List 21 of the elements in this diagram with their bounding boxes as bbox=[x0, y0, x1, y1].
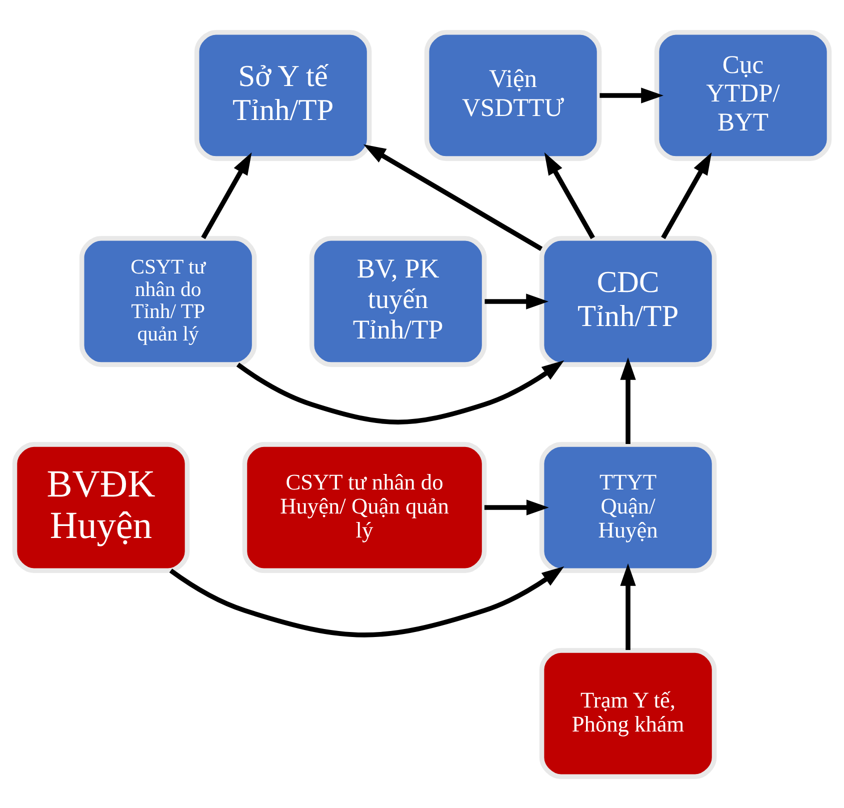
node-box: TTYT Quận/ Huyện bbox=[539, 442, 717, 572]
arrow bbox=[236, 360, 564, 424]
node-box: BV, PK tuyến Tỉnh/TP bbox=[309, 236, 487, 366]
node-box: BVĐK Huyện bbox=[12, 442, 190, 572]
arrow bbox=[620, 356, 636, 444]
arrow bbox=[661, 152, 712, 239]
arrow bbox=[363, 144, 543, 251]
node-box: CSYT tư nhân do Tỉnh/ TP quản lý bbox=[79, 236, 257, 366]
arrow bbox=[201, 152, 252, 239]
node-box: Cục YTDP/ BYT bbox=[654, 30, 832, 160]
arrow bbox=[544, 152, 595, 239]
arrow bbox=[484, 293, 549, 309]
arrow bbox=[600, 87, 664, 103]
arrow bbox=[169, 566, 564, 637]
node-box: CSYT tư nhân do Huyện/ Quận quản lý bbox=[242, 442, 487, 572]
node-box: CDC Tỉnh/TP bbox=[539, 236, 717, 366]
node-box: Viện VSDTTƯ bbox=[424, 30, 602, 160]
node-box: Trạm Y tế, Phòng khám bbox=[539, 648, 717, 778]
arrow bbox=[484, 499, 549, 515]
node-box: Sở Y tế Tỉnh/TP bbox=[194, 30, 372, 160]
arrow bbox=[620, 562, 636, 650]
